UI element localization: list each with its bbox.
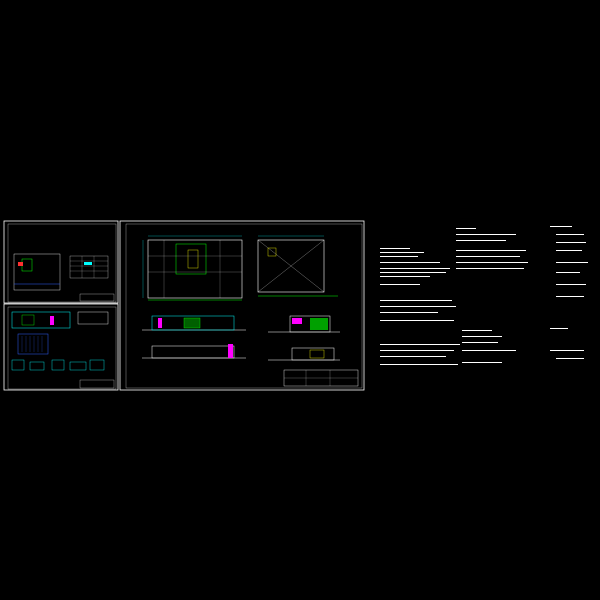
sheet-1-frame [3,220,119,304]
detail-elevation-fill [21,314,35,326]
plan-roof-accent [267,247,277,257]
site-legend-table [69,255,109,279]
sheet-2-title-block [79,379,115,389]
sheet-2-frame [3,303,119,391]
sheet-2-border [7,306,117,390]
site-legend-rows [70,256,108,278]
sheet-3-frame [119,220,365,391]
notes-column-1 [380,248,460,365]
detail-elevation [11,311,71,329]
sheet-3-border [125,223,363,389]
detail-block-right [77,311,109,325]
plan-ground-outline [147,239,243,299]
elevation-side-green [310,318,328,330]
section-body [291,347,335,361]
site-legend-swatch [84,262,92,265]
detail-section [17,333,49,355]
detail-small-details [11,359,105,371]
elevation-rear-body [151,345,235,359]
elevation-front-body [151,315,235,331]
elevation-front-magenta [158,318,162,328]
elevation-side-body [289,315,331,333]
plan-ground-stair [187,249,199,269]
section-accent [309,349,325,359]
site-plan-outline [13,253,61,291]
plan-ground-core [175,243,207,275]
site-plan-accent [18,262,23,266]
sheet-plans-elevations [119,220,365,391]
sheet-1-title-block [79,293,115,302]
sheet-details [3,303,119,391]
sheet-3-title-block-grid [284,370,358,386]
notes-column-2 [456,228,528,363]
sheet-1-border [7,223,117,303]
design-notes-panel [380,226,588,365]
detail-elevation-accent [50,316,54,325]
plan-roof-ridge-b [257,239,325,293]
detail-section-hatch [21,336,43,352]
elevation-rear-magenta [228,344,233,358]
elevation-side-magenta [292,318,302,324]
notes-column-3 [550,226,588,359]
plan-ground-grid [148,240,242,298]
elevation-front-green [183,317,201,329]
plan-roof-outline [257,239,325,293]
sheet-site-plan [3,220,119,304]
